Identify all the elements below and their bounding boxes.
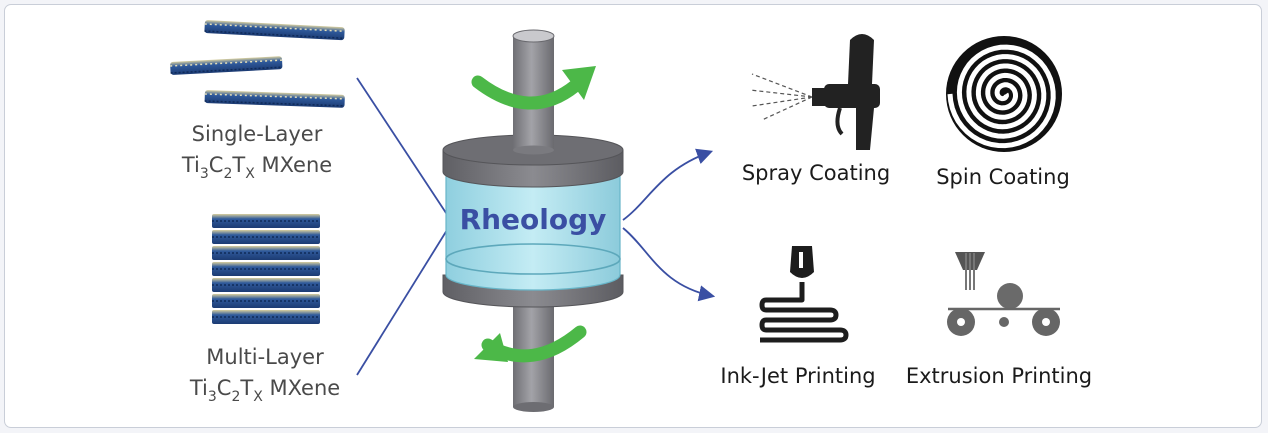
- arrow-to-coating: [622, 148, 714, 221]
- spray-coating-label: Spray Coating: [742, 161, 890, 185]
- multi-layer-title: Multi-Layer: [206, 345, 324, 369]
- multi-layer-connector: [356, 221, 453, 376]
- single-layer-connector: [356, 77, 453, 223]
- single-layer-title: Single-Layer: [192, 122, 323, 146]
- arrow-to-printing: [622, 227, 716, 302]
- spray-gun-icon: [749, 34, 880, 150]
- extrusion-printing-label: Extrusion Printing: [906, 364, 1092, 388]
- extrusion-rollers-icon: [947, 252, 1060, 336]
- spiral-icon: [946, 36, 1062, 152]
- inkjet-printing-label: Ink-Jet Printing: [720, 364, 875, 388]
- rotation-arrow-top-icon: [471, 66, 596, 110]
- multi-layer-formula: Ti3C2TX MXene: [189, 376, 340, 405]
- multi-layer-mxene-icon: [212, 214, 320, 324]
- spin-coating-label: Spin Coating: [936, 165, 1070, 189]
- multi-layer-caption: Multi-Layer Ti3C2TX MXene: [189, 345, 340, 405]
- single-layer-caption: Single-Layer Ti3C2TX MXene: [181, 122, 332, 182]
- single-layer-formula: Ti3C2TX MXene: [181, 153, 332, 182]
- inkjet-printer-icon: [759, 246, 849, 343]
- rotation-arrow-bottom-icon: [474, 325, 587, 363]
- single-layer-mxene-icon: [170, 20, 345, 108]
- rheology-label: Rheology: [460, 203, 607, 236]
